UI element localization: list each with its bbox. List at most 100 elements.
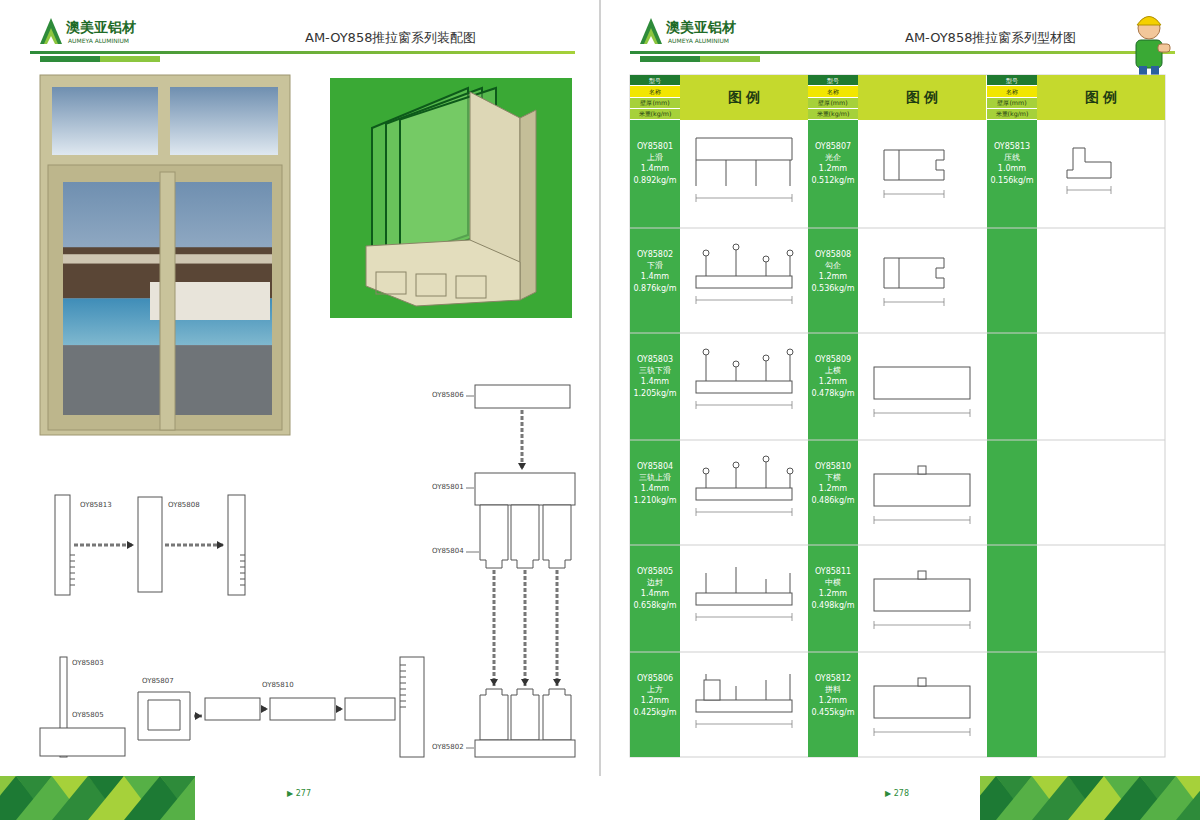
- profile-spec: 0.876kg/m: [633, 284, 676, 293]
- profile-tick: [240, 567, 245, 568]
- profile-spec: 1.205kg/m: [633, 389, 676, 398]
- table-row-line: [630, 440, 1165, 441]
- profile-leg: [736, 567, 737, 593]
- profile-spec: 1.4mm: [641, 484, 669, 493]
- profile-spec: 中横: [825, 578, 841, 587]
- left-page: [0, 0, 599, 820]
- profile-tick: [400, 707, 406, 708]
- profile-tick: [70, 585, 75, 586]
- head-profile: [475, 473, 575, 505]
- profile-stile-side: [520, 110, 536, 300]
- profile-tick: [240, 573, 245, 574]
- dimension-tick: [944, 190, 945, 198]
- profile-outline: [874, 686, 970, 718]
- scene-roof: [63, 254, 160, 263]
- dimension-line: [874, 520, 970, 521]
- arrow-head: [521, 679, 529, 686]
- profile-chamber: [416, 274, 446, 296]
- header-key: 壁厚(mm): [808, 98, 858, 109]
- profile-outline: [874, 579, 970, 611]
- brand-subtitle: AUMEYA ALUMINIUM: [668, 38, 729, 45]
- header-key: 壁厚(mm): [630, 98, 680, 109]
- arrow-head: [336, 705, 343, 713]
- header-key: 米重(kg/m): [808, 109, 858, 120]
- header-key-cell: 型号名称壁厚(mm)米重(kg/m): [808, 75, 858, 120]
- profile-code-cell: OY85808勾企1.2mm0.536kg/m: [808, 228, 858, 333]
- glass-line: [556, 570, 559, 686]
- profile-spec: 上方: [647, 685, 663, 694]
- worker-hand: [1158, 44, 1170, 52]
- dimension-tick: [874, 728, 875, 736]
- profile-leg: [756, 160, 757, 186]
- header-tab: [640, 56, 700, 62]
- page-title: AM-OY858推拉窗系列装配图: [305, 31, 476, 45]
- profile-tick: [240, 561, 245, 562]
- profile-leg: [736, 367, 737, 381]
- profile-outline: [696, 488, 792, 500]
- profile-bead: [703, 250, 709, 256]
- profile-spec: 边封: [647, 578, 663, 587]
- scene-roof: [175, 254, 272, 263]
- frame-profile: [55, 495, 70, 595]
- header-key: 壁厚(mm): [987, 98, 1037, 109]
- page-number: ▶ 278: [885, 790, 909, 799]
- dimension-tick: [792, 401, 793, 409]
- table-header-cell: [858, 75, 986, 120]
- footer-triangle: [1176, 776, 1200, 820]
- sash-profile: [138, 692, 190, 740]
- header-key: 型号: [808, 75, 858, 86]
- profile-spec: 光企: [825, 153, 841, 162]
- callout-code: OY85802: [432, 744, 464, 752]
- dimension-tick: [792, 508, 793, 516]
- profile-leg: [766, 462, 767, 488]
- profile-leg: [766, 262, 767, 276]
- profile-spec: 0.658kg/m: [633, 601, 676, 610]
- profile-tick: [400, 665, 406, 666]
- frame-profile: [400, 657, 424, 757]
- brand-name: 澳美亚铝材: [66, 20, 136, 35]
- dimension-line: [696, 300, 792, 301]
- profile-code-cell: OY85806上方1.2mm0.425kg/m: [630, 652, 680, 757]
- dimension-tick: [792, 613, 793, 621]
- profile-web: [899, 258, 900, 288]
- profile-spec: 0.486kg/m: [811, 496, 854, 505]
- footer-mask: [195, 776, 980, 820]
- profile-spec: 0.156kg/m: [990, 176, 1033, 185]
- right-page: [601, 0, 1200, 820]
- dimension-line: [696, 405, 792, 406]
- table-header-cell: [680, 75, 808, 120]
- profile-spec: 0.892kg/m: [633, 176, 676, 185]
- sash-bottom-profile: [480, 689, 508, 740]
- profile-spec: 0.536kg/m: [811, 284, 854, 293]
- profile-code-cell: OY85811中横1.2mm0.498kg/m: [808, 545, 858, 652]
- profile-bead: [763, 355, 769, 361]
- dimension-tick: [792, 296, 793, 304]
- header-rule: [30, 51, 575, 54]
- scene-deck: [63, 345, 160, 415]
- profile-spec: OY85806: [637, 674, 673, 683]
- table-row-line: [630, 652, 1165, 653]
- table-row-line: [630, 545, 1165, 546]
- callout-code: OY85807: [142, 678, 174, 686]
- profile-leg: [736, 686, 737, 700]
- arrow-head: [217, 541, 224, 549]
- glass-line: [74, 544, 134, 547]
- profile-spec: 0.455kg/m: [811, 708, 854, 717]
- rail-profile: [205, 698, 260, 720]
- dimension-tick: [1067, 186, 1068, 194]
- callout-code: OY85810: [262, 682, 294, 690]
- profile-leg: [736, 468, 737, 488]
- profile-code-cell: OY85813压线1.0mm0.156kg/m: [987, 120, 1037, 228]
- profile-leg: [790, 256, 791, 276]
- profile-tick: [400, 683, 406, 684]
- sash-top-profile: [511, 505, 539, 568]
- sash-bottom-profile: [511, 689, 539, 740]
- profile-spec: 1.4mm: [641, 164, 669, 173]
- profile-tab: [918, 466, 926, 474]
- header-cell: 图 例: [858, 75, 986, 120]
- profile-tab: [918, 678, 926, 686]
- profile-outline: [696, 700, 792, 712]
- header-key: 名称: [630, 86, 680, 97]
